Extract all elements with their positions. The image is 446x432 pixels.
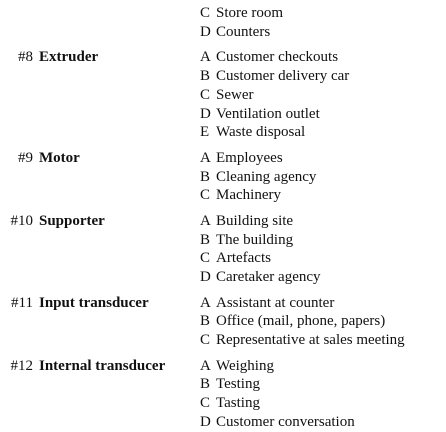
- item-text: Caretaker agency: [216, 269, 321, 286]
- item-letter: D: [200, 269, 211, 286]
- item-letter: A: [200, 149, 211, 166]
- item-text: Customer conversation: [216, 414, 355, 430]
- list-item: E Waste disposal: [0, 123, 446, 142]
- item-text: Artefacts: [216, 250, 271, 267]
- list-item: C Store room: [0, 4, 446, 23]
- list-item: C Representative at sales meeting: [0, 331, 446, 350]
- item-letter: C: [200, 250, 211, 267]
- list-item: C Sewer: [0, 86, 446, 105]
- item-text: Ventilation outlet: [216, 105, 320, 122]
- subsystem-name: Extruder: [39, 49, 99, 66]
- item-text: Customer checkouts: [216, 49, 339, 66]
- subsystem-number: #12: [10, 357, 34, 374]
- item-text: Representative at sales meeting: [216, 332, 405, 349]
- item-letter: D: [200, 23, 211, 40]
- subsystem-number: #8: [18, 49, 33, 66]
- item-letter: A: [200, 357, 211, 374]
- subsystem-number: #11: [11, 294, 33, 311]
- item-letter: E: [200, 124, 210, 141]
- item-text: Employees: [216, 149, 283, 166]
- list-item: #11 Input transducer A Assistant at counter: [0, 294, 446, 313]
- item-text: Tasting: [216, 395, 260, 412]
- subsystem-name: Input transducer: [39, 294, 149, 311]
- item-letter: C: [200, 395, 211, 412]
- subsystem-number: #9: [18, 149, 33, 166]
- item-letter: C: [200, 86, 211, 103]
- list-item: D Caretaker agency: [0, 268, 446, 287]
- item-letter: A: [200, 212, 211, 229]
- subsystem-label: #10 Supporter: [0, 212, 195, 231]
- list-item: B The building: [0, 231, 446, 250]
- item-text: Customer delivery car: [216, 68, 350, 84]
- item-letter: D: [200, 414, 211, 430]
- item-letter: A: [200, 294, 211, 311]
- list-item: #8 Extruder A Customer checkouts: [0, 48, 446, 67]
- list-item: B Testing: [0, 375, 446, 394]
- list-item: #9 Motor A Employees: [0, 149, 446, 168]
- item-letter: D: [200, 105, 211, 122]
- subsystem-number: #10: [10, 212, 34, 229]
- item-letter: A: [200, 49, 211, 66]
- list-item: D Counters: [0, 23, 446, 42]
- item-text: Weighing: [216, 357, 274, 374]
- item-letter: B: [200, 68, 211, 84]
- list-item: C Machinery: [0, 186, 446, 205]
- item-letter: B: [200, 376, 211, 393]
- list-item: B Cleaning agency: [0, 168, 446, 187]
- item-text: Counters: [216, 23, 271, 40]
- item-text: Store room: [216, 5, 284, 21]
- subsystem-label: #11 Input transducer: [0, 294, 195, 313]
- item-text: The building: [216, 231, 294, 248]
- list-item: B Office (mail, phone, papers): [0, 312, 446, 331]
- item-letter: B: [200, 168, 211, 185]
- subsystem-label: #8 Extruder: [0, 48, 195, 67]
- item-letter: B: [200, 231, 211, 248]
- item-letter: C: [200, 5, 211, 21]
- item-letter: C: [200, 332, 211, 349]
- item-text: Machinery: [216, 187, 281, 204]
- item-text: Testing: [216, 376, 260, 393]
- item-text: Building site: [216, 212, 294, 229]
- subsystem-name: Internal transducer: [39, 357, 166, 374]
- list-item: #12 Internal transducer A Weighing: [0, 357, 446, 376]
- item-letter: C: [200, 187, 211, 204]
- list-item: B Customer delivery car: [0, 67, 446, 86]
- list-item: C Artefacts: [0, 249, 446, 268]
- list-item: C Tasting: [0, 394, 446, 413]
- subsystem-label: #9 Motor: [0, 149, 195, 168]
- list-item: D Customer conversation: [0, 413, 446, 432]
- subsystem-name: Supporter: [39, 212, 105, 229]
- item-text: Cleaning agency: [216, 168, 317, 185]
- item-text: Assistant at counter: [216, 294, 335, 311]
- item-text: Waste disposal: [216, 124, 306, 141]
- item-text: Office (mail, phone, papers): [216, 313, 386, 330]
- list-item: #10 Supporter A Building site: [0, 212, 446, 231]
- list-item: D Ventilation outlet: [0, 105, 446, 124]
- item-text: Sewer: [216, 86, 254, 103]
- item-letter: B: [200, 313, 211, 330]
- subsystem-name: Motor: [39, 149, 80, 166]
- subsystem-label: #12 Internal transducer: [0, 357, 195, 376]
